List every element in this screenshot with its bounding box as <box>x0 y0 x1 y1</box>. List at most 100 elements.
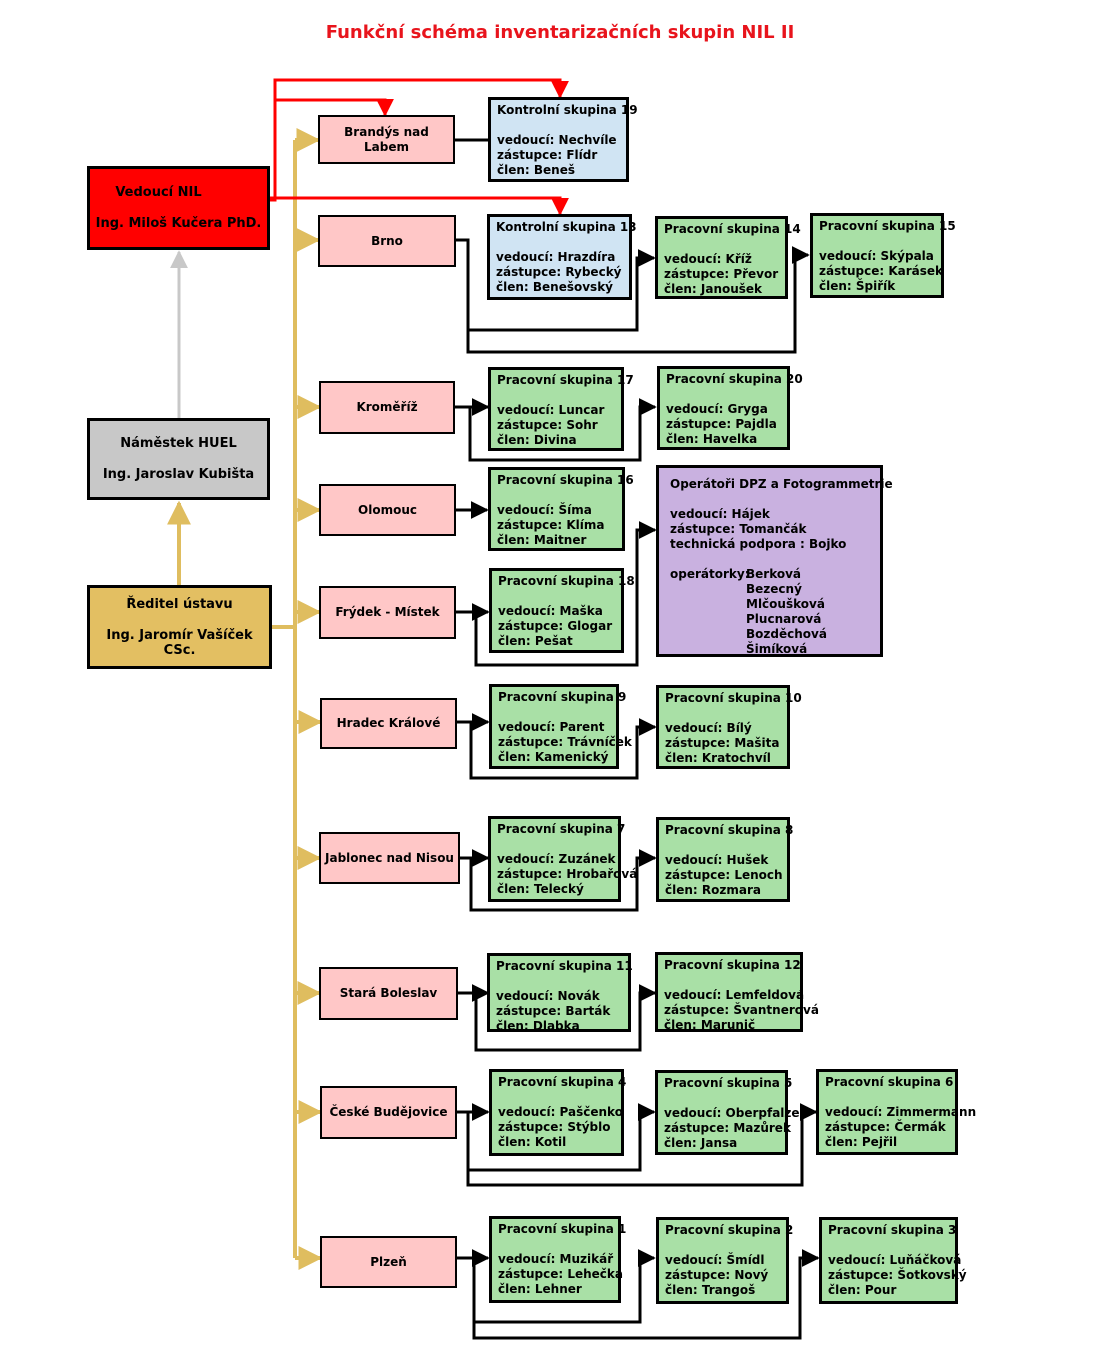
group-deputy: zástupce: Karásek <box>819 264 943 278</box>
group-title: Pracovní skupina 2 <box>665 1223 794 1237</box>
group-leader: vedoucí: Zimmermann <box>825 1105 977 1119</box>
city-frydek: Frýdek - Místek <box>319 586 456 639</box>
group-title: Pracovní skupina 16 <box>497 473 634 487</box>
group-p15: Pracovní skupina 15 vedoucí: Skýpala zás… <box>810 213 956 298</box>
group-p10: Pracovní skupina 10 vedoucí: Bílý zástup… <box>656 685 802 769</box>
group-leader: vedoucí: Nechvíle <box>497 133 617 147</box>
group-p20: Pracovní skupina 20 vedoucí: Gryga zástu… <box>657 366 803 450</box>
group-member: člen: Maitner <box>497 533 587 547</box>
head-nil-name: Ing. Miloš Kučera PhD. <box>95 216 262 231</box>
group-member: člen: Lehner <box>498 1282 582 1296</box>
group-title: Pracovní skupina 4 <box>498 1075 627 1089</box>
city-brno: Brno <box>318 215 456 267</box>
group-leader: vedoucí: Gryga <box>666 402 768 416</box>
group-leader: vedoucí: Oberpfalzer <box>664 1106 806 1120</box>
operator-name: Bozděchová <box>746 627 827 641</box>
group-title: Pracovní skupina 5 <box>664 1076 793 1090</box>
group-title: Pracovní skupina 9 <box>498 690 627 704</box>
director-box: Ředitel ústavu Ing. Jaromír Vašíček CSc. <box>87 585 272 669</box>
operator-name: Berková <box>746 567 802 581</box>
connector-lines <box>167 78 820 1340</box>
group-p12: Pracovní skupina 12 vedoucí: Lemfeldová … <box>655 952 819 1032</box>
group-p9: Pracovní skupina 9 vedoucí: Parent zástu… <box>489 684 632 769</box>
group-title: Pracovní skupina 20 <box>666 372 803 386</box>
group-member: člen: Beneš <box>497 163 575 177</box>
group-leader: vedoucí: Novák <box>496 989 600 1003</box>
deputy-box: Náměstek HUEL Ing. Jaroslav Kubišta <box>87 418 270 500</box>
city-brandys: Brandýs nad Labem <box>318 115 455 164</box>
operators-label: operátorky: <box>670 567 750 581</box>
city-jablonec: Jablonec nad Nisou <box>319 832 460 884</box>
group-deputy: zástupce: Flídr <box>497 148 598 162</box>
operators-support: technická podpora : Bojko <box>670 537 847 551</box>
group-p17: Pracovní skupina 17 vedoucí: Luncar zást… <box>488 367 634 451</box>
group-member: člen: Pour <box>828 1283 897 1297</box>
director-title: Ředitel ústavu <box>126 596 233 612</box>
group-deputy: zástupce: Lehečka <box>498 1267 623 1281</box>
group-member: člen: Janoušek <box>664 282 763 296</box>
group-p5: Pracovní skupina 5 vedoucí: Oberpfalzer … <box>655 1070 806 1155</box>
city-kromeriz: Kroměříž <box>319 381 455 434</box>
group-leader: vedoucí: Parent <box>498 720 605 734</box>
group-member: člen: Kratochvíl <box>665 751 771 765</box>
group-leader: vedoucí: Luncar <box>497 403 605 417</box>
group-member: člen: Jansa <box>664 1136 738 1150</box>
group-k13: Kontrolní skupina 13 vedoucí: Hrazdíra z… <box>487 214 637 300</box>
group-member: člen: Pešat <box>498 634 573 648</box>
group-title: Pracovní skupina 7 <box>497 822 626 836</box>
group-member: člen: Dlabka <box>496 1019 580 1033</box>
city-stara-boleslav: Stará Boleslav <box>319 967 458 1020</box>
group-leader: vedoucí: Maška <box>498 604 603 618</box>
group-leader: vedoucí: Skýpala <box>819 249 934 263</box>
group-deputy: zástupce: Sohr <box>497 418 598 432</box>
group-deputy: zástupce: Lenoch <box>665 868 783 882</box>
group-p7: Pracovní skupina 7 vedoucí: Zuzánek zást… <box>488 816 638 902</box>
group-member: člen: Pejřil <box>825 1135 898 1149</box>
group-title: Pracovní skupina 14 <box>664 222 801 236</box>
group-deputy: zástupce: Hrobařová <box>497 867 638 881</box>
operator-name: Plucnarová <box>746 612 822 626</box>
group-title: Pracovní skupina 3 <box>828 1223 957 1237</box>
group-leader: vedoucí: Lemfeldová <box>664 988 805 1002</box>
group-title: Kontrolní skupina 19 <box>497 103 638 117</box>
director-name: Ing. Jaromír Vašíček CSc. <box>106 627 253 658</box>
group-leader: vedoucí: Luňáčková <box>828 1253 962 1267</box>
group-leader: vedoucí: Muzikář <box>498 1252 614 1266</box>
group-deputy: zástupce: Šotkovský <box>828 1268 967 1282</box>
group-deputy: zástupce: Rybecký <box>496 265 622 279</box>
group-k19: Kontrolní skupina 19 vedoucí: Nechvíle z… <box>488 97 638 182</box>
group-p6: Pracovní skupina 6 vedoucí: Zimmermann z… <box>816 1069 977 1155</box>
operators-title: Operátoři DPZ a Fotogrammetrie <box>670 477 893 491</box>
deputy-name: Ing. Jaroslav Kubišta <box>102 467 255 482</box>
city-olomouc: Olomouc <box>319 484 456 536</box>
group-member: člen: Benešovský <box>496 280 614 294</box>
group-deputy: zástupce: Trávníček <box>498 735 632 749</box>
group-deputy: zástupce: Švantnerová <box>664 1003 819 1017</box>
group-deputy: zástupce: Čermák <box>825 1120 946 1134</box>
operators-box: Operátoři DPZ a Fotogrammetrie vedoucí: … <box>656 465 893 657</box>
operators-deputy: zástupce: Tomančák <box>670 522 807 536</box>
group-p8: Pracovní skupina 8 vedoucí: Hušek zástup… <box>656 817 793 902</box>
group-leader: vedoucí: Hrazdíra <box>496 250 616 264</box>
group-p1: Pracovní skupina 1 vedoucí: Muzikář zást… <box>489 1216 626 1303</box>
group-p4: Pracovní skupina 4 vedoucí: Paščenko zás… <box>489 1069 627 1156</box>
group-title: Pracovní skupina 10 <box>665 691 802 705</box>
page-title: Funkční schéma inventarizačních skupin N… <box>325 22 795 43</box>
group-p3: Pracovní skupina 3 vedoucí: Luňáčková zá… <box>819 1217 967 1304</box>
operator-name: Bezecný <box>746 582 802 596</box>
deputy-title: Náměstek HUEL <box>120 436 237 451</box>
group-p14: Pracovní skupina 14 vedoucí: Kříž zástup… <box>655 216 801 299</box>
city-plzen: Plzeň <box>320 1236 457 1288</box>
operator-name: Mlčoušková <box>746 597 825 611</box>
group-deputy: zástupce: Barták <box>496 1004 611 1018</box>
group-leader: vedoucí: Hušek <box>665 853 769 867</box>
group-title: Kontrolní skupina 13 <box>496 220 637 234</box>
group-leader: vedoucí: Šíma <box>497 503 592 517</box>
group-deputy: zástupce: Klíma <box>497 518 605 532</box>
group-member: člen: Kotil <box>498 1135 567 1149</box>
group-member: člen: Špiřík <box>819 279 896 293</box>
group-deputy: zástupce: Nový <box>665 1268 769 1282</box>
group-p18: Pracovní skupina 18 vedoucí: Maška zástu… <box>489 568 635 653</box>
operator-name: Šimíková <box>746 642 808 656</box>
group-title: Pracovní skupina 15 <box>819 219 956 233</box>
